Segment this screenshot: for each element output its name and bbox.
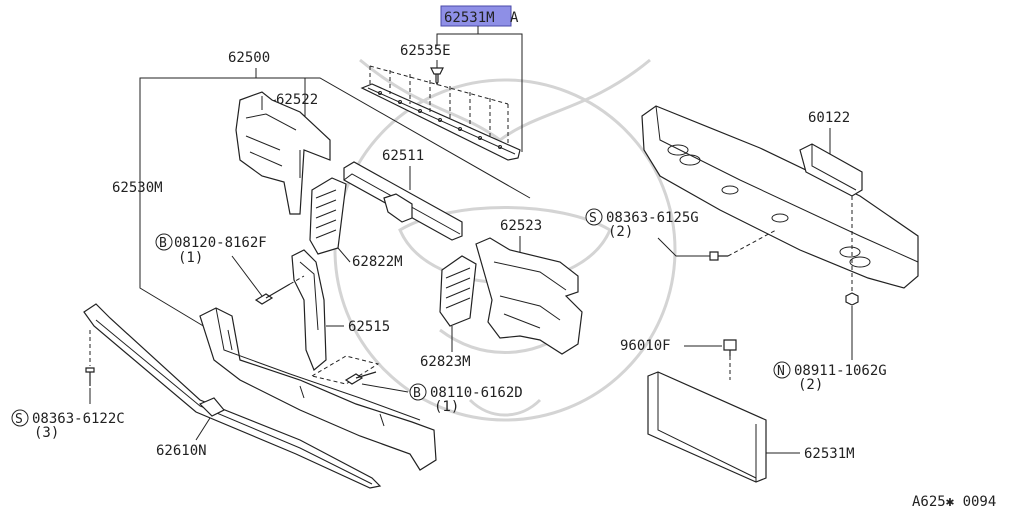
bolt-08120-prefix: B [159, 236, 167, 251]
nut-prefix: N [777, 364, 785, 379]
watermark-emblem [333, 58, 677, 422]
nut-08911-1062g: N 08911-1062G (2) [773, 292, 887, 393]
label-62500[interactable]: 62500 [228, 50, 270, 66]
screw-08363-6122c: S 08363-6122C (3) [11, 367, 125, 441]
label-62511[interactable]: 62511 [382, 148, 424, 164]
label-6122c-qty: (3) [34, 425, 59, 441]
part-62515: 62515 [291, 249, 390, 385]
clip-96010f-icon [723, 339, 737, 356]
label-62535e[interactable]: 62535E [400, 43, 451, 59]
bolt-08120-icon [254, 283, 291, 305]
selected-part-label[interactable]: 62531M [444, 10, 495, 26]
part-62822m: 62822M [309, 177, 403, 270]
bolt-08120-8162f: B 08120-8162F (1) [155, 233, 305, 305]
label-08911-qty: (2) [798, 377, 823, 393]
screw-symbol-s2 [585, 208, 603, 226]
label-08110-qty: (1) [434, 399, 459, 415]
part-62531m-plate: 62531M [647, 371, 855, 483]
part-62522: 62522 [235, 91, 331, 215]
part-62511: 62511 [343, 148, 463, 241]
diagram-footer-code: A625✱ 0094 [912, 494, 996, 510]
label-08363-6122c[interactable]: 08363-6122C [32, 411, 125, 427]
screw-6125g-prefix: S [589, 211, 597, 226]
label-08120-8162f[interactable]: 08120-8162F [174, 235, 267, 251]
label-08120-qty: (1) [178, 250, 203, 266]
screw-symbol-s [11, 409, 29, 427]
label-6125g-qty: (2) [608, 224, 633, 240]
part-62823m: 62823M [420, 255, 477, 370]
part-62531ma-group: 62531M A 62535E [360, 5, 523, 161]
bolt-symbol-b [155, 233, 173, 251]
part-62610n: 62610N [83, 303, 382, 489]
part-96010f: 96010F [620, 338, 737, 380]
label-08911-1062g[interactable]: 08911-1062G [794, 363, 887, 379]
label-62822m[interactable]: 62822M [352, 254, 403, 270]
frame-leaders: 62500 62530M [112, 50, 531, 331]
label-62515[interactable]: 62515 [348, 319, 390, 335]
label-62523[interactable]: 62523 [500, 218, 542, 234]
label-60122[interactable]: 60122 [808, 110, 850, 126]
label-62823m[interactable]: 62823M [420, 354, 471, 370]
part-60122: 60122 [799, 110, 863, 292]
nut-symbol-n [773, 361, 791, 379]
screw-6122c-prefix: S [15, 412, 23, 427]
nut-icon [845, 292, 859, 306]
screw-6125g-icon [709, 251, 728, 261]
label-62531m-plate[interactable]: 62531M [804, 446, 855, 462]
label-96010f[interactable]: 96010F [620, 338, 671, 354]
part-bumper-reinforcement [641, 105, 919, 289]
bolt-symbol-b2 [409, 383, 427, 401]
selected-label-highlight [440, 5, 512, 27]
label-08110-6162d[interactable]: 08110-6162D [430, 385, 523, 401]
clip-62535e [430, 67, 444, 86]
selected-part-suffix: A [510, 10, 519, 26]
label-08363-6125g[interactable]: 08363-6125G [606, 210, 699, 226]
label-62522[interactable]: 62522 [276, 92, 318, 108]
part-lower-frame [199, 307, 437, 471]
bolt-08110-icon [344, 371, 377, 385]
screw-6122c-icon [85, 367, 95, 386]
screw-08363-6125g: S 08363-6125G (2) [585, 208, 777, 261]
label-62530m[interactable]: 62530M [112, 180, 163, 196]
label-62610n[interactable]: 62610N [156, 443, 207, 459]
bolt-08110-prefix: B [413, 386, 421, 401]
bolt-08110-6162d: B 08110-6162D (1) [344, 371, 523, 415]
part-62523: 62523 [475, 218, 583, 355]
